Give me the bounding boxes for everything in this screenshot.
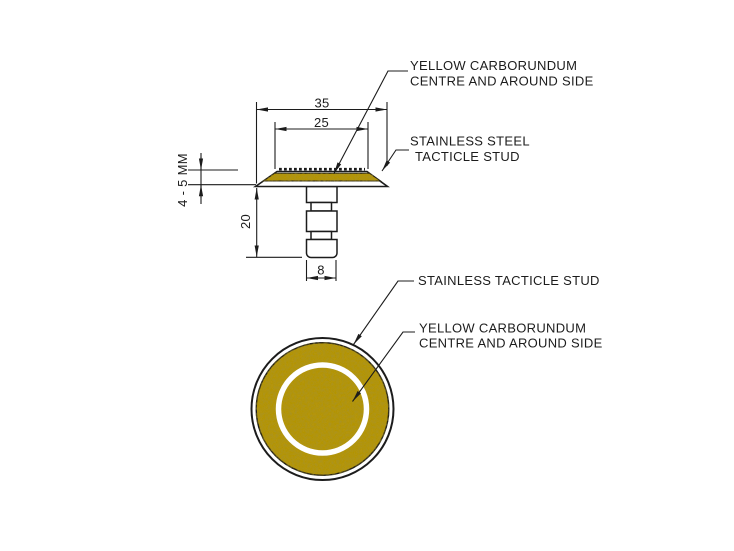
- stem-segment-3: [305, 238, 338, 259]
- stem-neck-1: [310, 201, 333, 212]
- dimension-value-25: 25: [314, 115, 329, 130]
- callout-steel-line1: STAINLESS STEEL: [410, 134, 530, 149]
- callout-steel-plan: STAINLESS TACTICLE STUD: [353, 273, 600, 345]
- plan-carborundum-disc: [255, 342, 390, 477]
- leader-line: [333, 70, 408, 174]
- dimension-value-35: 35: [314, 96, 329, 111]
- leader-line: [381, 149, 409, 172]
- head-carborundum-band: [261, 172, 383, 182]
- dimension-value-head-height: 4 - 5 MM: [175, 153, 190, 207]
- dimension-value-20: 20: [238, 214, 253, 229]
- callout-steel-plan-label: STAINLESS TACTICLE STUD: [418, 273, 600, 288]
- side-view: 35 25 4 - 5 MM 20 8: [175, 58, 594, 281]
- dimension-head-outer-width: 35: [255, 96, 388, 184]
- callout-carborundum-plan-line1: YELLOW CARBORUNDUM: [419, 321, 586, 336]
- plan-inner-white-ring: [275, 362, 370, 456]
- stem-segment-2: [305, 210, 338, 233]
- leader-line: [352, 331, 415, 402]
- callout-carborundum-line2: CENTRE AND AROUND SIDE: [410, 74, 594, 89]
- callout-carborundum-line1: YELLOW CARBORUNDUM: [410, 58, 577, 73]
- plan-view: STAINLESS TACTICLE STUD YELLOW CARBORUND…: [250, 273, 603, 481]
- dimension-stem-width: 8: [305, 260, 337, 281]
- callout-carborundum-plan-line2: CENTRE AND AROUND SIDE: [419, 336, 603, 351]
- stud-head: [252, 167, 390, 188]
- callout-carborundum-plan: YELLOW CARBORUNDUM CENTRE AND AROUND SID…: [352, 321, 603, 402]
- dimension-head-top-width: 25: [274, 115, 369, 169]
- leader-line: [353, 280, 414, 345]
- callout-steel-line2: TACTICLE STUD: [415, 149, 520, 164]
- dimension-head-height: 4 - 5 MM: [175, 153, 256, 207]
- dimension-value-8: 8: [317, 263, 325, 278]
- dimension-stem-height: 20: [238, 188, 302, 258]
- stud-stem: [305, 185, 338, 259]
- callout-carborundum-section: YELLOW CARBORUNDUM CENTRE AND AROUND SID…: [333, 58, 594, 174]
- callout-steel-section: STAINLESS STEEL TACTICLE STUD: [381, 134, 530, 172]
- stem-segment-1: [305, 185, 338, 204]
- stem-neck-2: [310, 230, 333, 241]
